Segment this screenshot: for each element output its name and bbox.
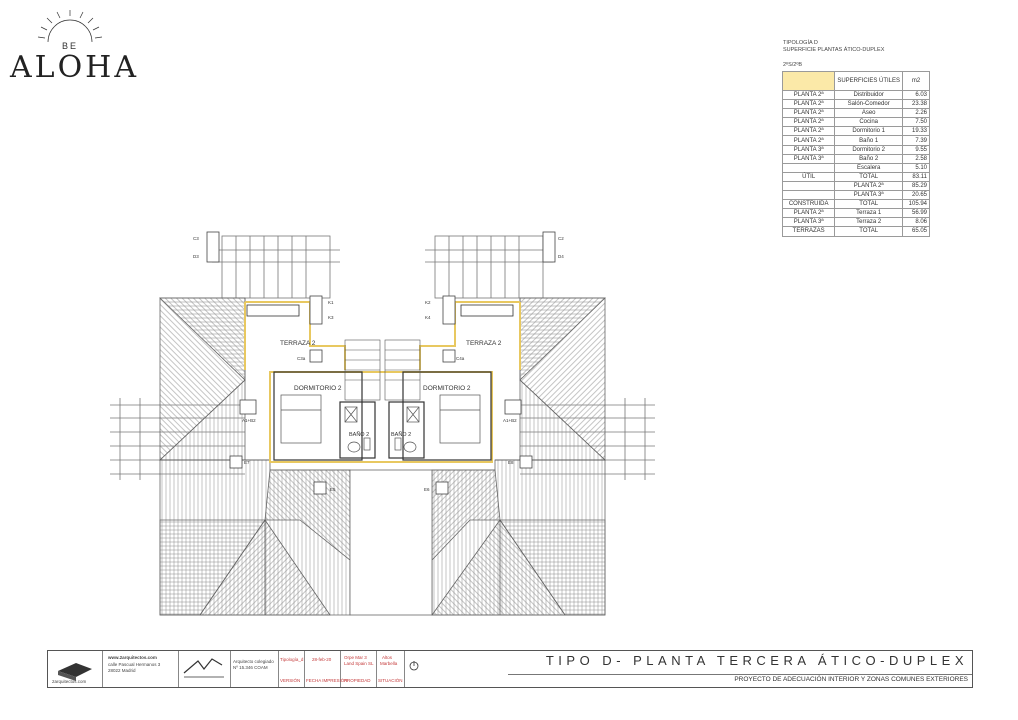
superficie-label: SUPERFICIE PLANTAS ÁTICO-DUPLEX [783,47,885,53]
tag-c2: C2 [558,236,564,241]
tag-a1b2: A1+B2 [242,418,256,423]
owner-value-1: Orpe Mar 3 [344,655,367,660]
firm-web: www.2arquitectos.com [108,655,157,660]
owner-label: PROPIEDAD [344,678,371,683]
date-value: 28-feb-20 [312,657,332,662]
version-cell: Tipología_d VERSIÓN [278,651,305,687]
architect-number: Nº 15.346 COAM [233,665,268,670]
tag-e8: E8 [508,460,514,465]
room-label-terraza-left: TERRAZA 2 [280,340,316,347]
brand-name: ALOHA [10,50,140,85]
tag-d4: D4 [558,254,564,259]
title-block: 2arquitectos.com www.2arquitectos.com ca… [47,650,973,688]
drawing-subtitle: PROYECTO DE ADECUACIÓN INTERIOR Y ZONAS … [734,676,968,683]
tag-k2: K2 [425,300,431,305]
tag-k4: K4 [425,315,431,320]
tag-e6: E6 [424,487,430,492]
brand-logo: BE ALOHA [10,8,140,88]
beds [280,394,481,453]
tipologia-label: TIPOLOGÍA D [783,40,818,46]
central-passage [349,469,433,616]
equipment-tags [206,231,556,495]
tag-d3: D3 [193,254,199,259]
sun-rays-icon [37,10,103,43]
room-label-dorm-left: DORMITORIO 2 [294,385,342,392]
row-level: TERRAZAS [781,226,836,237]
signature-icon [183,658,224,678]
terrace-outlines [244,301,521,463]
firm-address2: 28022 Madrid [108,668,136,673]
location-value-1: Altos [382,655,393,660]
drawing-title: TIPO D- PLANTA TERCERA ÁTICO-DUPLEX [545,653,968,668]
row-area: 23.38 [902,99,930,110]
row-area: 6.03 [902,89,930,101]
row-area: 2.26 [902,108,930,119]
date-label: FECHA IMPRESIÓN [306,678,348,683]
row-area: 7.50 [902,117,930,128]
location-label: SITUACIÓN [378,678,403,683]
table-header-highlight [781,71,836,91]
row-level: PLANTA 2ª [781,108,836,119]
architect-label: Arquitecto colegiado [233,659,274,664]
version-label: VERSIÓN [280,678,301,683]
firm-logo-icon [58,663,92,681]
tag-e7: E7 [244,460,250,465]
date-cell: 28-feb-20 FECHA IMPRESIÓN [304,651,348,687]
owner-value-2: Land Spain SL [344,661,374,666]
stairs [344,339,421,401]
brand-be: BE [61,41,78,51]
tag-c4a: C4a [456,356,465,361]
location-cell: Altos Marbella SITUACIÓN [376,651,405,687]
room-label-bano-left: BAÑO 2 [349,431,369,438]
signature-cell [178,651,231,687]
tag-e5: E5 [330,487,336,492]
accessibility-cell [404,651,424,687]
wheelchair-icon [409,661,419,671]
firm-info-cell: www.2arquitectos.com calle Pascual Herma… [102,651,179,687]
title-divider [508,674,972,675]
roof-left [158,297,351,616]
tag-k3: K3 [328,315,334,320]
roof-right [431,297,607,616]
tag-k1: K1 [328,300,334,305]
firm-logo-cell: 2arquitectos.com [48,651,103,687]
rooms [246,304,514,461]
row-area: 65.05 [902,226,930,237]
room-label-terraza-right: TERRAZA 2 [466,340,502,347]
owner-cell: Orpe Mar 3 Land Spain SL PROPIEDAD [340,651,377,687]
architect-cell: Arquitecto colegiado Nº 15.346 COAM [230,651,279,687]
firm-footer: 2arquitectos.com [52,679,87,684]
version-value: Tipología_d [280,657,304,662]
row-level: PLANTA 2ª [781,89,836,101]
tag-c3a: C3a [297,356,306,361]
tag-c3: C3 [193,236,199,241]
location-value-2: Marbella [380,661,398,666]
room-label-dorm-right: DORMITORIO 2 [423,385,471,392]
units-label: 2ºS/2ºB [783,62,803,68]
tag-a1b2-right: A1+B2 [503,418,517,423]
room-label-bano-right: BAÑO 2 [391,431,411,438]
row-level: PLANTA 2ª [781,99,836,110]
firm-address1: calle Pascual Hermanos 3 [108,662,161,667]
row-level: PLANTA 2ª [781,117,836,128]
table-header-row: SUPERFICIES ÚTILES m2 [781,71,930,91]
tag-labels: C3 D3 C2 D4 K1 K3 K2 K4 C3a C4a A1+B2 A1… [193,236,564,492]
pergola-top [212,235,553,299]
